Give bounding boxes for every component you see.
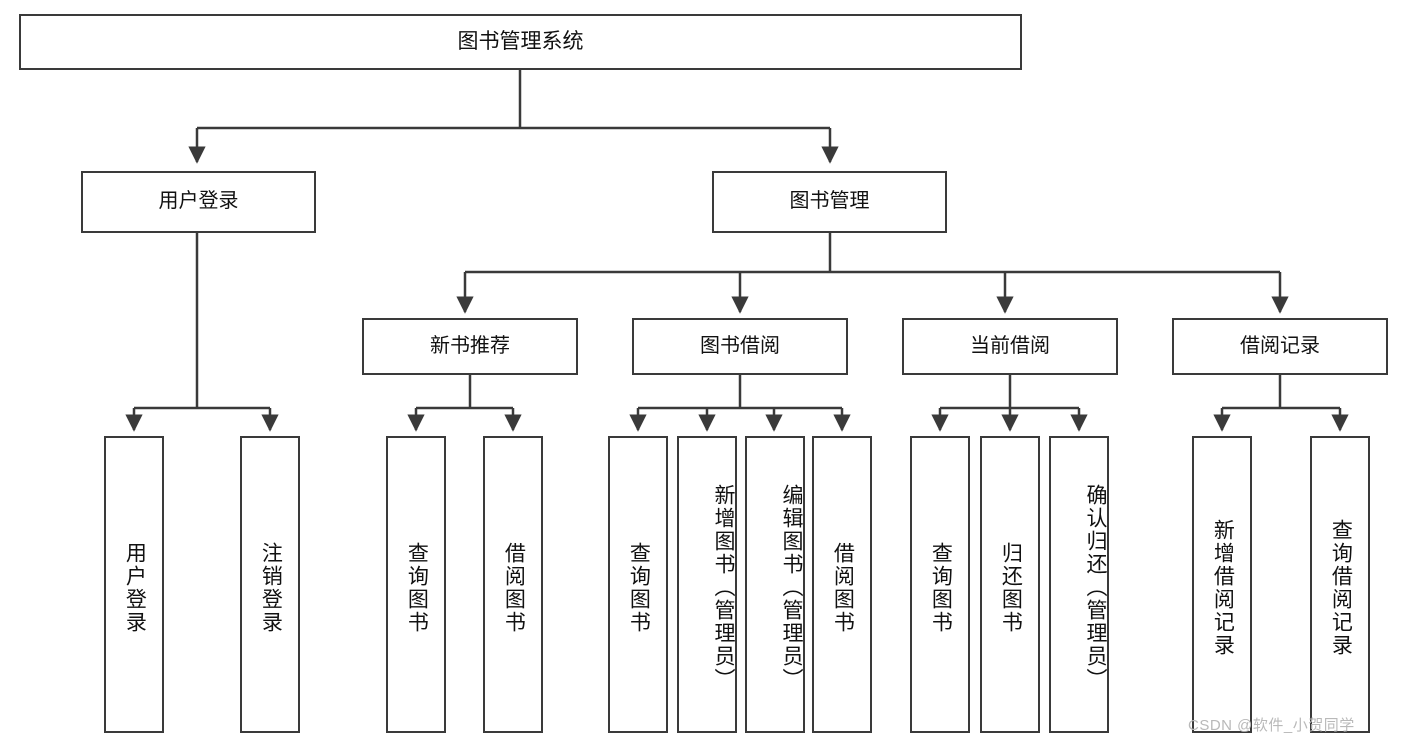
leaf-logout-login[interactable]: 注销登录 xyxy=(240,436,300,733)
leaf-borrow-book-recommend[interactable]: 借阅图书 xyxy=(483,436,543,733)
leaf-confirm-return-admin-label: 确认归还（管理员） xyxy=(1084,484,1107,691)
leaf-user-login[interactable]: 用户登录 xyxy=(104,436,164,733)
leaf-add-borrow-record-label: 新增借阅记录 xyxy=(1211,518,1235,657)
node-user-login-label: 用户登录 xyxy=(158,190,239,213)
leaf-user-login-label: 用户登录 xyxy=(123,541,147,634)
leaf-query-book-current[interactable]: 查询图书 xyxy=(910,436,970,733)
leaf-query-book-current-label: 查询图书 xyxy=(929,541,953,634)
csdn-watermark: CSDN @软件_小贺同学 xyxy=(1188,717,1355,734)
node-root-label: 图书管理系统 xyxy=(457,29,584,53)
leaf-borrow-book-borrow-label: 借阅图书 xyxy=(831,541,855,634)
leaf-return-book-label: 归还图书 xyxy=(999,541,1023,634)
leaf-borrow-book-borrow[interactable]: 借阅图书 xyxy=(812,436,872,733)
leaf-query-book-borrow[interactable]: 查询图书 xyxy=(608,436,668,733)
leaf-query-borrow-record[interactable]: 查询借阅记录 xyxy=(1310,436,1370,733)
node-current-borrow-label: 当前借阅 xyxy=(970,334,1050,357)
leaf-add-borrow-record[interactable]: 新增借阅记录 xyxy=(1192,436,1252,733)
node-current-borrow[interactable]: 当前借阅 xyxy=(902,318,1118,375)
node-borrow-record-label: 借阅记录 xyxy=(1240,334,1320,357)
node-new-book-recommend-label: 新书推荐 xyxy=(430,334,510,357)
leaf-edit-book-admin[interactable]: 编辑图书（管理员） xyxy=(745,436,805,733)
node-new-book-recommend[interactable]: 新书推荐 xyxy=(362,318,578,375)
leaf-add-book-admin-label: 新增图书（管理员） xyxy=(712,484,735,691)
leaf-borrow-book-recommend-label: 借阅图书 xyxy=(502,541,526,634)
leaf-logout-login-label: 注销登录 xyxy=(259,541,283,634)
leaf-query-borrow-record-label: 查询借阅记录 xyxy=(1329,518,1353,657)
node-root[interactable]: 图书管理系统 xyxy=(19,14,1022,70)
node-user-login[interactable]: 用户登录 xyxy=(81,171,316,233)
leaf-return-book[interactable]: 归还图书 xyxy=(980,436,1040,733)
leaf-query-book-borrow-label: 查询图书 xyxy=(627,541,651,634)
node-borrow-record[interactable]: 借阅记录 xyxy=(1172,318,1388,375)
leaf-edit-book-admin-label: 编辑图书（管理员） xyxy=(780,484,803,691)
leaf-query-book-recommend[interactable]: 查询图书 xyxy=(386,436,446,733)
node-book-manage-label: 图书管理 xyxy=(789,190,870,213)
leaf-query-book-recommend-label: 查询图书 xyxy=(405,541,429,634)
node-book-borrow-label: 图书借阅 xyxy=(700,334,780,357)
node-book-manage[interactable]: 图书管理 xyxy=(712,171,947,233)
leaf-confirm-return-admin[interactable]: 确认归还（管理员） xyxy=(1049,436,1109,733)
node-book-borrow[interactable]: 图书借阅 xyxy=(632,318,848,375)
leaf-add-book-admin[interactable]: 新增图书（管理员） xyxy=(677,436,737,733)
